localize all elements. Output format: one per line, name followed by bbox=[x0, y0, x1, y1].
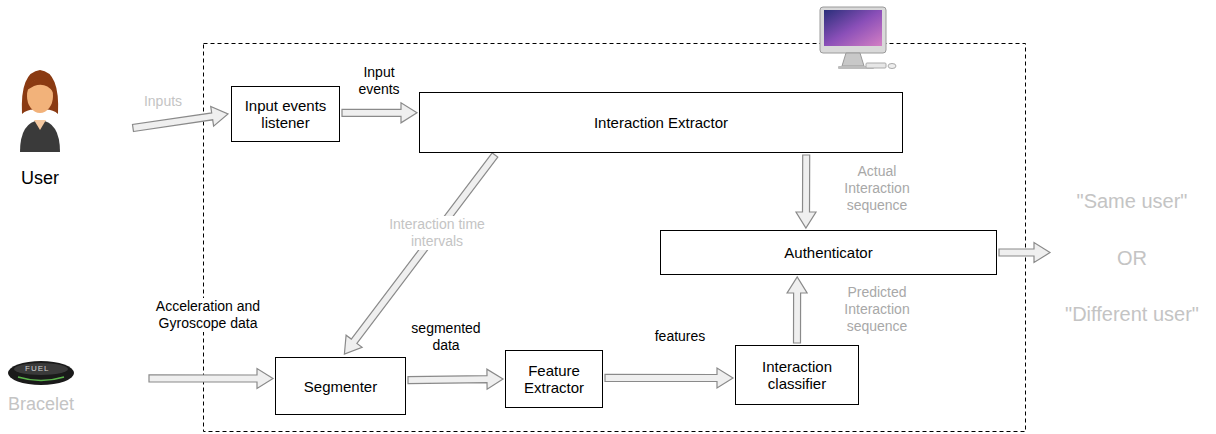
process-box: Feature Extractor bbox=[505, 350, 603, 408]
box-label: Interaction classifier bbox=[744, 358, 850, 392]
figure-label: OR bbox=[1117, 247, 1147, 270]
edge-label: features bbox=[640, 328, 720, 345]
process-box: Authenticator bbox=[660, 230, 997, 275]
edge-label: Actual Interaction sequence bbox=[838, 163, 916, 214]
flow-arrow bbox=[796, 155, 816, 228]
system-boundary bbox=[204, 44, 1026, 432]
edge-label: Interaction time intervals bbox=[385, 216, 489, 250]
flow-arrow bbox=[999, 243, 1050, 263]
box-label: Interaction Extractor bbox=[594, 114, 728, 131]
flow-arrow bbox=[605, 368, 733, 388]
box-label: Feature Extractor bbox=[514, 362, 594, 396]
figure-label: User bbox=[5, 168, 75, 189]
figure-label: "Different user" bbox=[1065, 303, 1199, 326]
computer-icon bbox=[820, 7, 896, 69]
figure-label: "Same user" bbox=[1077, 190, 1188, 213]
flow-arrow bbox=[344, 153, 497, 354]
box-label: Input events listener bbox=[240, 97, 331, 131]
box-label: Segmenter bbox=[304, 378, 377, 395]
output-result: "Same user" OR "Different user" bbox=[1052, 190, 1212, 326]
flow-arrow bbox=[342, 103, 417, 123]
edge-label: Input events bbox=[344, 64, 414, 98]
flow-arrow bbox=[408, 369, 503, 389]
box-label: Authenticator bbox=[784, 244, 872, 261]
flow-arrow bbox=[787, 277, 807, 343]
process-box: Interaction classifier bbox=[735, 345, 859, 405]
edge-label: segmented data bbox=[406, 320, 486, 354]
edge-label: Acceleration and Gyroscope data bbox=[138, 298, 278, 332]
edge-label: Predicted Interaction sequence bbox=[838, 284, 916, 335]
actor-figure: User bbox=[5, 64, 75, 192]
bracelet-icon bbox=[6, 358, 76, 388]
edge-label: Inputs bbox=[133, 93, 193, 110]
user-icon bbox=[12, 64, 68, 154]
figure-label: Bracelet bbox=[3, 394, 79, 415]
flow-arrow bbox=[133, 106, 229, 131]
flow-arrow bbox=[149, 369, 273, 389]
brand-mark: FUEL bbox=[25, 364, 49, 373]
process-box: Segmenter bbox=[275, 357, 406, 415]
process-box: Interaction Extractor bbox=[419, 92, 903, 153]
process-box: Input events listener bbox=[231, 86, 340, 142]
